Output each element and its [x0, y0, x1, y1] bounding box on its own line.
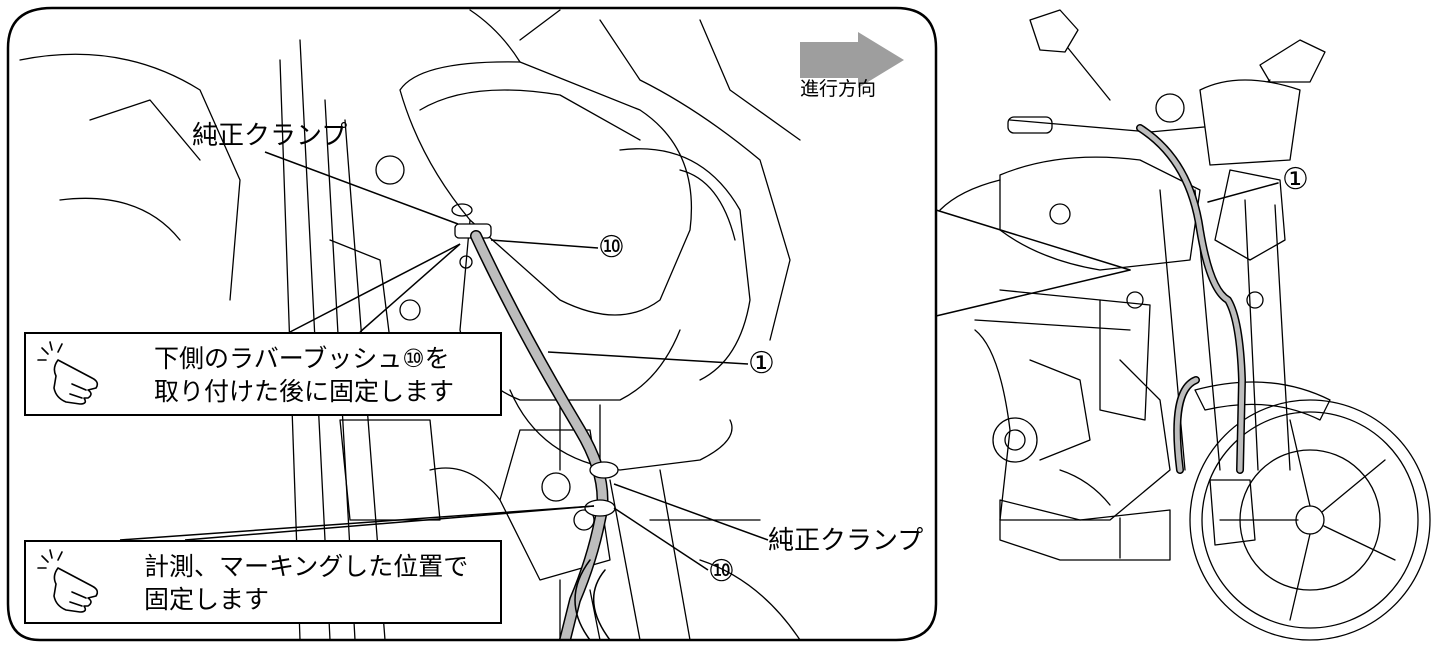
direction-label: 進行方向 — [800, 78, 877, 100]
pointing-hand-icon — [37, 341, 99, 405]
oem-clamp-label-top: 純正クランプ — [192, 121, 348, 151]
note-lower-line-1: 計測、マーキングした位置で — [144, 552, 469, 581]
note-box-upper: 下側のラバーブッシュ⑩を 取り付けた後に固定します — [24, 332, 502, 416]
leader-lines — [119, 151, 769, 571]
note-upper-line-2: 取り付けた後に固定します — [154, 377, 455, 406]
ref-hose-detail: ① — [748, 346, 775, 381]
ref-hose-overview: ① — [1282, 162, 1309, 197]
note-lower-line-2: 固定します — [144, 585, 270, 614]
oem-clamp-label-bottom: 純正クランプ — [768, 526, 924, 556]
pointing-hand-icon — [37, 549, 99, 613]
motorcycle-overview — [935, 9, 1431, 641]
ref-rubber-bush-top: ⑩ — [598, 230, 625, 265]
note-box-lower: 計測、マーキングした位置で 固定します — [24, 540, 502, 624]
note-upper-line-1: 下側のラバーブッシュ⑩を — [154, 344, 450, 373]
ref-rubber-bush-bottom: ⑩ — [708, 554, 735, 589]
detail-view — [6, 6, 938, 642]
direction-arrow — [800, 32, 904, 88]
